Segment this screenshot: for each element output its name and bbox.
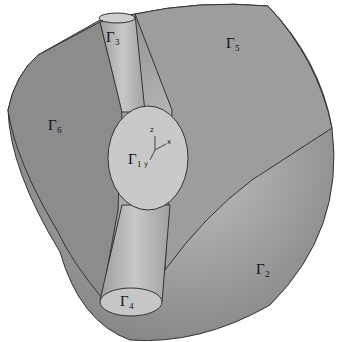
- axes-symbol: [150, 136, 166, 160]
- outer-surface: [8, 4, 334, 340]
- top-tube: [100, 14, 145, 112]
- axis-label: z: [150, 127, 154, 134]
- surface-label: Γ₂: [256, 262, 270, 277]
- top-opening: [99, 13, 135, 23]
- inner-cavity: [108, 106, 188, 210]
- axis-label: x: [167, 139, 171, 146]
- bottom-opening: [100, 288, 162, 316]
- axis-label: y: [144, 161, 148, 168]
- bottom-tube: [100, 205, 170, 302]
- surface-label: Γ₁: [128, 152, 142, 167]
- surface-label: Γ₃: [106, 30, 120, 45]
- left-cut-face: [8, 22, 122, 298]
- surface-label: Γ₆: [48, 118, 62, 133]
- surface-label: Γ₄: [120, 294, 134, 309]
- surface-label: Γ₅: [226, 36, 240, 51]
